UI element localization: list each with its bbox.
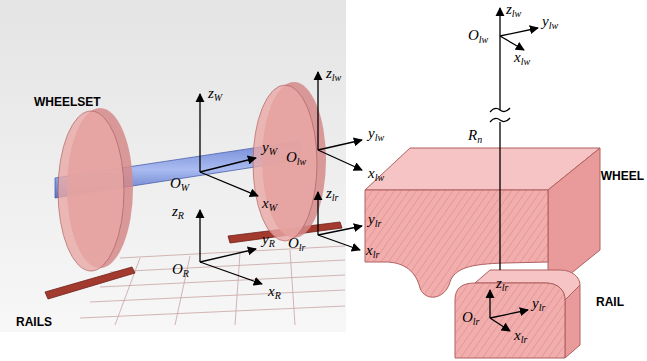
axis-arrow	[317, 192, 318, 235]
wheel-disc	[58, 111, 124, 271]
axis-label: yW	[262, 140, 277, 155]
normal-line	[499, 122, 500, 270]
wheel-disc	[253, 85, 317, 241]
axis-arrow	[317, 72, 318, 150]
track-grid	[80, 246, 345, 325]
axis-arrow	[490, 310, 528, 318]
axis-arrow	[200, 249, 256, 262]
rail-bar	[45, 267, 135, 299]
axis-label: zR	[172, 204, 184, 219]
axis-arrow	[489, 290, 490, 318]
axis-arrow	[199, 210, 200, 262]
break-wave	[490, 118, 510, 122]
rail-block-side	[565, 285, 580, 358]
axis-label: ylr	[368, 212, 381, 227]
grid-line	[235, 253, 240, 325]
axis-label: zlw	[506, 2, 521, 17]
normal-line	[499, 36, 500, 110]
grid-line	[110, 260, 345, 272]
axis-label: ylw	[368, 126, 384, 141]
break-mark	[490, 108, 510, 122]
axis-label: xlr	[514, 328, 527, 343]
axis-label: ylw	[542, 14, 558, 29]
axis-arrow	[200, 172, 258, 196]
axis-label: Olw	[286, 150, 306, 165]
grid-line	[100, 275, 345, 287]
axis-label: zlr	[326, 186, 339, 201]
axis-label: xR	[268, 284, 281, 299]
axis-arrow	[318, 235, 360, 250]
axis-label: xlw	[368, 166, 384, 181]
axis-label: xlr	[366, 243, 379, 258]
axis-label: Olr	[462, 310, 480, 325]
contact-axes	[490, 8, 538, 331]
coordinate-axes	[200, 72, 362, 284]
grid-line	[290, 250, 295, 325]
axis-label: zW	[208, 86, 222, 101]
axis-arrow	[490, 318, 510, 331]
axis-arrow	[499, 8, 500, 36]
grid-line	[90, 290, 345, 302]
axis-arrow	[500, 36, 524, 50]
part-name: RAILS	[16, 316, 52, 328]
axis-arrow	[318, 150, 362, 170]
axis-label: OW	[170, 176, 189, 191]
axis-arrow	[200, 158, 256, 172]
axis-label: xlw	[514, 50, 530, 65]
axis-label: yR	[262, 232, 275, 247]
axis-label: ylr	[532, 296, 545, 311]
axis-arrow	[500, 28, 538, 36]
break-wave	[490, 108, 510, 112]
axis-arrow	[318, 226, 362, 235]
axis-label: zlw	[326, 66, 341, 81]
panel-background	[0, 0, 346, 332]
axis-label: Olw	[468, 28, 488, 43]
axis-label: Rn	[468, 128, 482, 143]
axis-label: OR	[172, 262, 189, 277]
axis-label: Olr	[288, 236, 306, 251]
part-name: RAIL	[596, 296, 624, 308]
axis-label: zlr	[496, 276, 509, 291]
part-name: WHEELSET	[34, 96, 101, 108]
axis-arrow	[318, 140, 362, 150]
axis-arrow	[199, 94, 200, 172]
axis-label: xW	[262, 196, 277, 211]
part-name: WHEEL	[601, 170, 644, 182]
axis-arrow	[200, 262, 262, 284]
grid-line	[120, 246, 345, 258]
rail-profile	[455, 283, 565, 358]
